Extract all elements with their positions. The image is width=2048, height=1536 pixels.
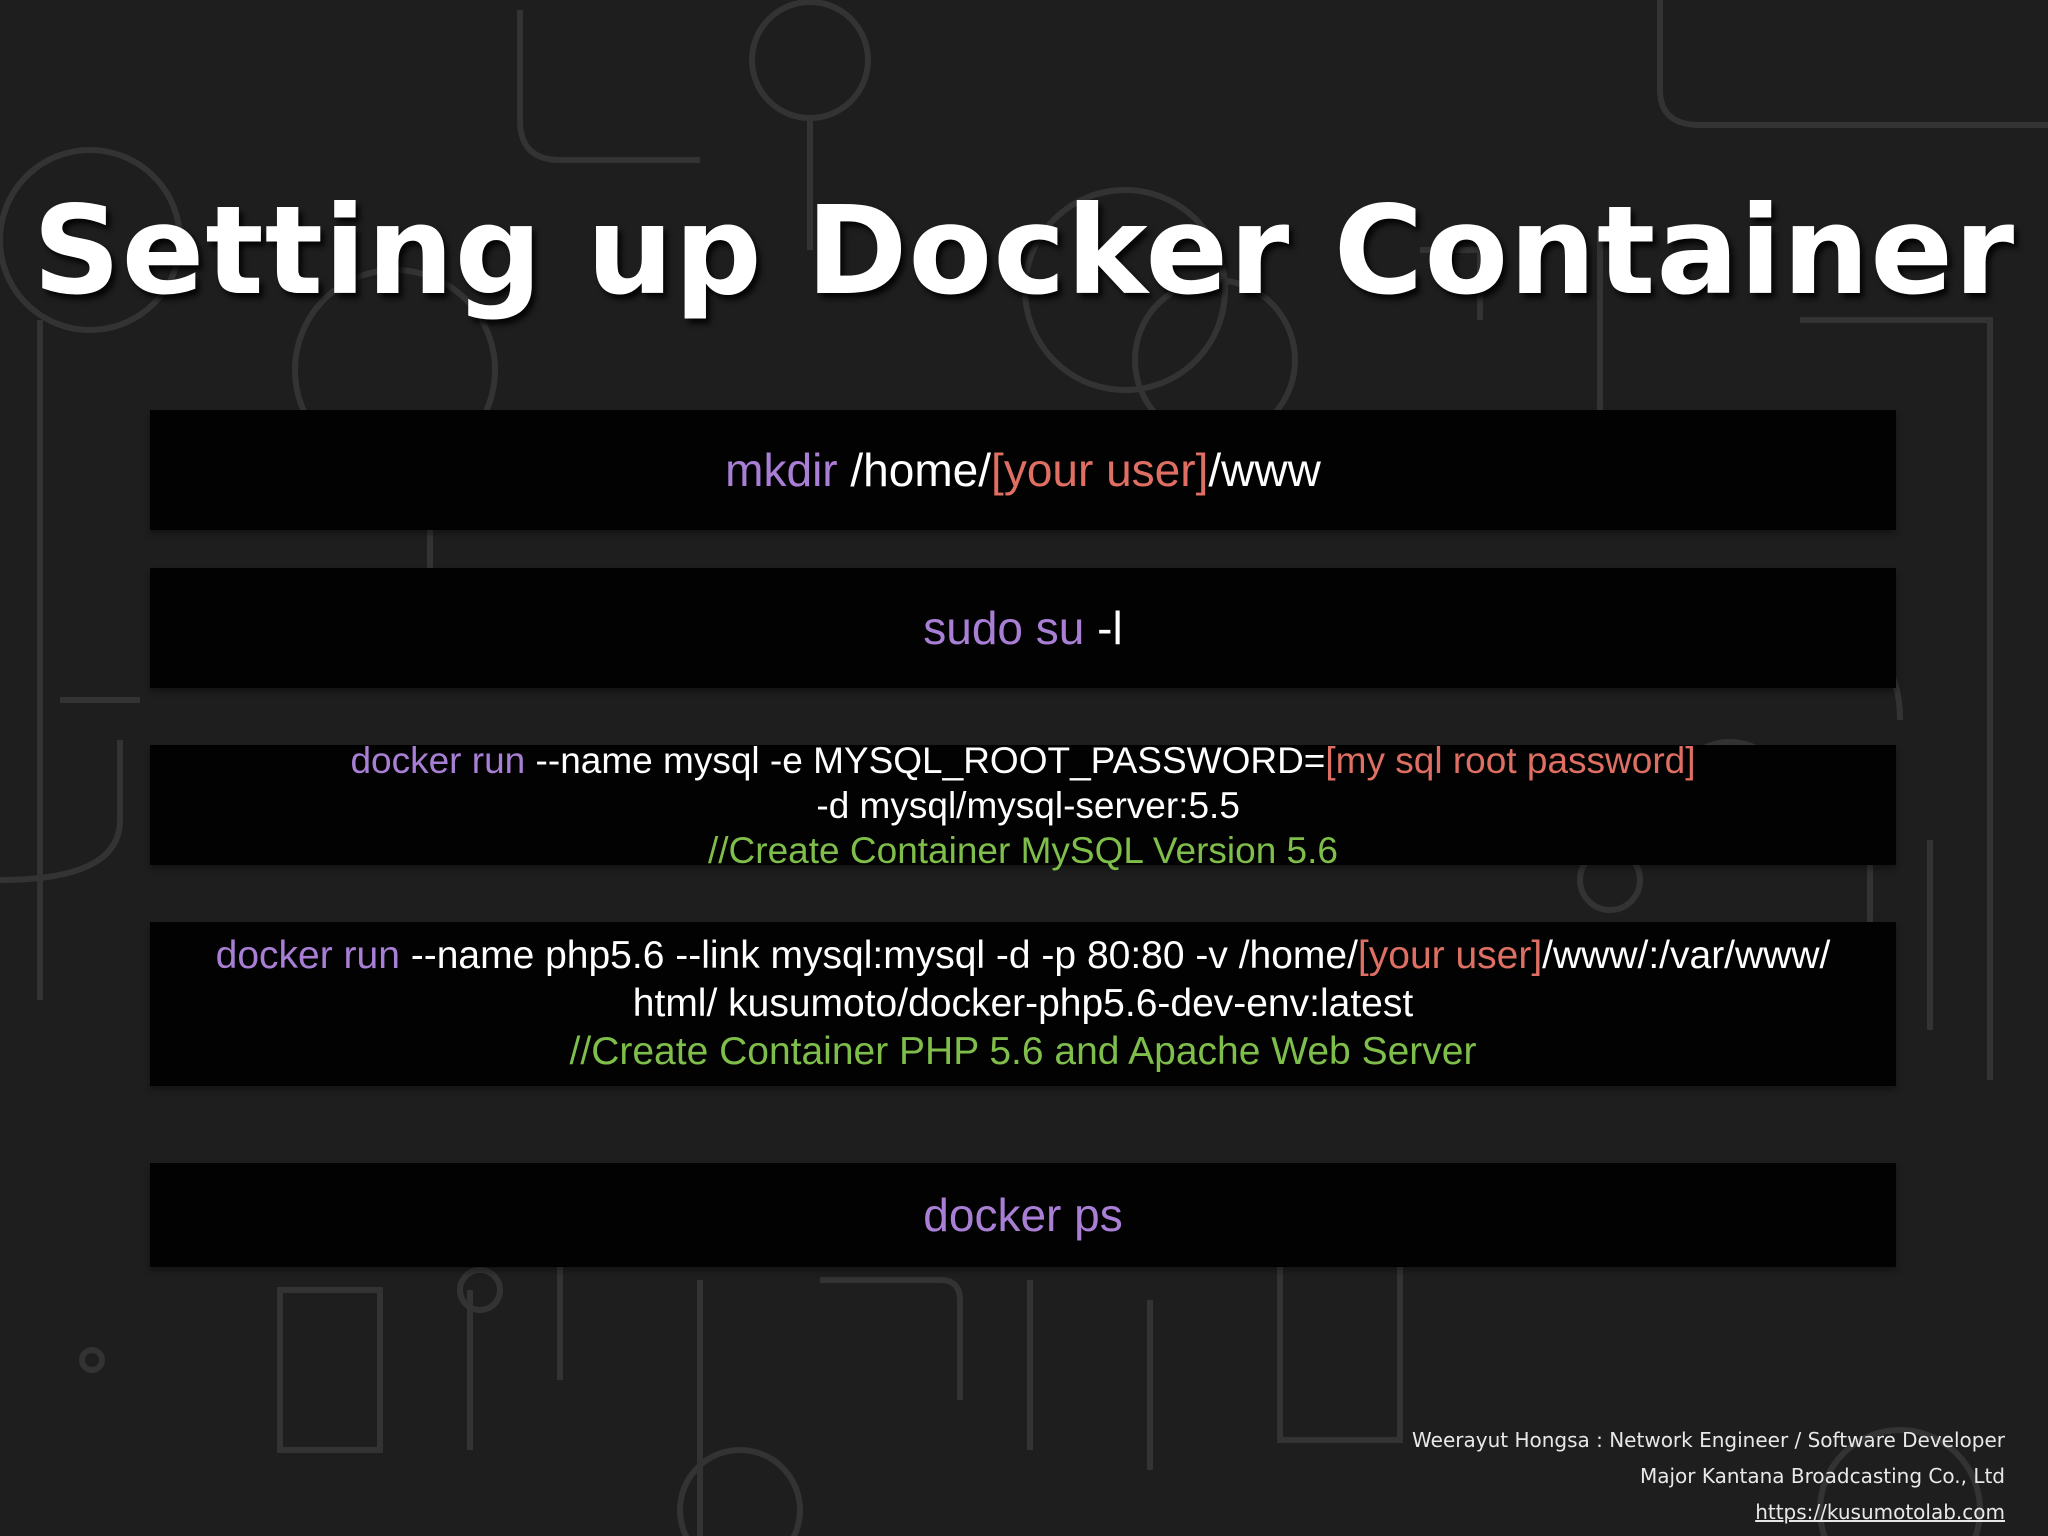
command-text: --name mysql -e MYSQL_ROOT_PASSWORD= xyxy=(525,739,1326,781)
command-keyword: docker ps xyxy=(923,1189,1123,1241)
command-keyword: mkdir xyxy=(725,444,838,496)
command-text: -l xyxy=(1084,602,1123,654)
command-placeholder: [your user] xyxy=(1357,934,1543,977)
command-box-docker-run-mysql: docker run --name mysql -e MYSQL_ROOT_PA… xyxy=(150,740,1896,871)
footer-company: Major Kantana Broadcasting Co., Ltd xyxy=(1639,1464,2005,1488)
command-text: /www/:/var/www/ xyxy=(1542,934,1831,977)
command-comment: //Create Container PHP 5.6 and Apache We… xyxy=(569,1030,1477,1073)
command-text: /www xyxy=(1208,444,1321,496)
command-keyword: docker run xyxy=(215,934,400,977)
command-line: docker run --name mysql -e MYSQL_ROOT_PA… xyxy=(150,738,1896,828)
command-placeholder: [your user] xyxy=(991,444,1209,496)
command-line: docker run --name php5.6 --link mysql:my… xyxy=(216,932,1831,980)
slide-footer: Weerayut Hongsa : Network Engineer / Sof… xyxy=(1412,1422,2005,1530)
command-text: /home/ xyxy=(837,444,992,496)
command-placeholder: [my sql root password] xyxy=(1325,739,1696,781)
command-box-docker-run-php: docker run --name php5.6 --link mysql:my… xyxy=(150,922,1896,1086)
slide-title: Setting up Docker Container xyxy=(32,180,2016,322)
command-line: sudo su -l xyxy=(923,600,1122,656)
command-keyword: sudo su xyxy=(923,602,1085,654)
command-text: -d mysql/mysql-server:5.5 xyxy=(806,784,1240,826)
footer-author: Weerayut Hongsa : Network Engineer / Sof… xyxy=(1412,1428,2005,1452)
command-text: --name php5.6 --link mysql:mysql -d -p 8… xyxy=(399,934,1358,977)
command-keyword: docker run xyxy=(350,739,526,781)
command-box-mkdir: mkdir /home/[your user]/www xyxy=(150,410,1896,530)
command-line: mkdir /home/[your user]/www xyxy=(725,442,1321,498)
command-comment: //Create Container MySQL Version 5.6 xyxy=(708,829,1338,871)
command-box-sudo: sudo su -l xyxy=(150,568,1896,688)
command-box-docker-ps: docker ps xyxy=(150,1163,1896,1267)
command-line-continued: html/ kusumoto/docker-php5.6-dev-env:lat… xyxy=(632,982,1414,1025)
footer-url-link[interactable]: https://kusumotolab.com xyxy=(1755,1500,2005,1524)
